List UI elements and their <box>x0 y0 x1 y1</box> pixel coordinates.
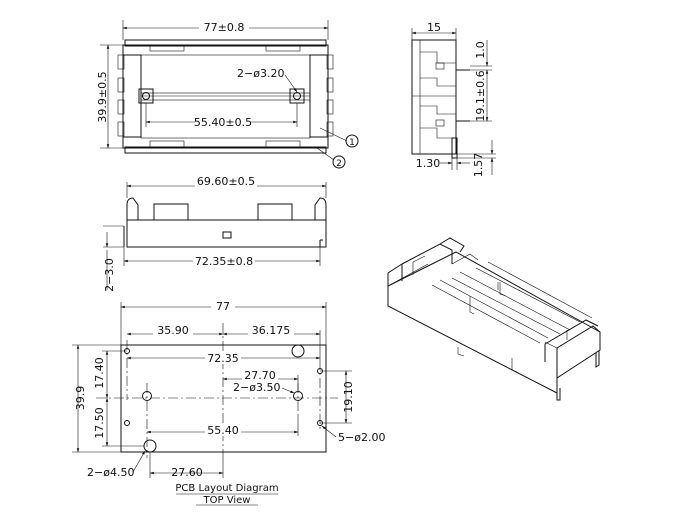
pcb-hole-350-label: 2−ø3.50 <box>233 381 280 394</box>
pcb-dim-27-60: 27.60 <box>171 466 203 479</box>
dim-2-3-0: 2−3.0 <box>103 258 116 292</box>
callout-2: 2 <box>336 159 342 169</box>
pcb-layout: 77 35.90 36.175 72.35 27.70 2−ø3.50 55.4… <box>72 299 385 506</box>
isometric-view <box>387 237 601 401</box>
dim-15: 15 <box>427 21 441 34</box>
pcb-dim-39-9: 39.9 <box>74 386 87 411</box>
pcb-dim-36-175: 36.175 <box>252 324 291 337</box>
pcb-dim-77: 77 <box>216 300 230 313</box>
pcb-dim-72-35: 72.35 <box>207 352 239 365</box>
dim-72-35: 72.35±0.8 <box>195 255 253 268</box>
pcb-caption-subtitle: TOP View <box>203 495 251 506</box>
pcb-dim-17-50: 17.50 <box>93 407 106 439</box>
dim-1-0: 1.0 <box>474 41 487 59</box>
dim-69-60: 69.60±0.5 <box>197 175 255 188</box>
pcb-hole-450-label: 2−ø4.50 <box>87 466 134 479</box>
pcb-dim-35-90: 35.90 <box>157 324 189 337</box>
hole-label-320: 2−ø3.20 <box>237 67 284 80</box>
side-view: 15 1.0 19.1±0.6 1.30 1.57 <box>411 21 496 178</box>
pcb-dim-17-40: 17.40 <box>93 357 106 389</box>
callout-1: 1 <box>349 138 355 148</box>
pcb-dim-27-70: 27.70 <box>244 369 276 382</box>
pcb-dim-19-10: 19.10 <box>342 381 355 413</box>
front-view: 69.60±0.5 72.35±0.8 2−3.0 <box>103 175 327 292</box>
pcb-hole-200-label: 5−ø2.00 <box>338 431 385 444</box>
dim-39-9: 39.9±0.5 <box>96 71 109 122</box>
dim-77: 77±0.8 <box>204 21 245 34</box>
dim-19-1: 19.1±0.6 <box>474 70 487 121</box>
pcb-dim-55-40: 55.40 <box>207 424 239 437</box>
top-view: 77±0.8 39.9±0.5 2−ø3.20 55.40±0.5 1 2 <box>96 20 359 169</box>
pcb-caption-title: PCB Layout Diagram <box>175 483 278 494</box>
dim-1-57: 1.57 <box>472 153 485 178</box>
dim-1-30: 1.30 <box>416 157 441 170</box>
dim-55-40: 55.40±0.5 <box>194 116 252 129</box>
